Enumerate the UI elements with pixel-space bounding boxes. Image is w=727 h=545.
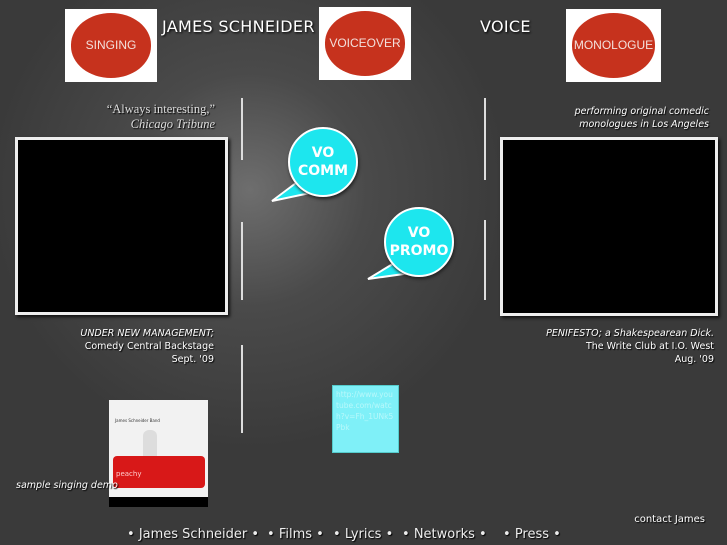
right-video-caption: PENIFESTO; a Shakespearean Dick. The Wri… <box>546 327 714 366</box>
album-bar <box>109 497 208 507</box>
red-couch <box>113 456 205 488</box>
divider <box>241 98 243 160</box>
video-venue: The Write Club at I.O. West <box>585 341 714 352</box>
intro-line: performing original comedic <box>574 106 709 117</box>
footer-lyrics[interactable]: • Lyrics • <box>333 527 394 542</box>
footer-networks[interactable]: • Networks • <box>402 527 487 542</box>
quote-source: Chicago Tribune <box>130 117 215 131</box>
album-caption: sample singing demo <box>16 480 118 491</box>
footer-james-schneider[interactable]: • James Schneider • <box>127 527 260 542</box>
quote: “Always interesting,” Chicago Tribune <box>107 102 215 132</box>
voiceover-button[interactable]: VOICEOVER <box>319 7 411 80</box>
footer-label: Lyrics <box>344 527 382 542</box>
right-video-player[interactable] <box>500 137 718 316</box>
divider <box>241 345 243 433</box>
bubble-text: COMM <box>297 163 349 179</box>
divider <box>484 220 486 300</box>
monologue-button[interactable]: MONOLOGUE <box>566 9 661 82</box>
contact-link[interactable]: contact James <box>634 514 705 525</box>
site-name: JAMES SCHNEIDER <box>162 17 315 36</box>
video-title: PENIFESTO; a Shakespearean Dick. <box>546 328 714 339</box>
footer-label: Press <box>514 527 550 542</box>
singing-button[interactable]: SINGING <box>65 9 157 82</box>
footer-label: Networks <box>413 527 475 542</box>
album-title: peachy <box>116 470 142 478</box>
quote-text: “Always interesting,” <box>106 102 215 116</box>
video-venue: Comedy Central Backstage <box>84 341 214 352</box>
vo-promo-bubble[interactable]: VO PROMO <box>384 207 454 277</box>
footer-label: Films <box>278 527 313 542</box>
right-intro: performing original comedic monologues i… <box>575 105 709 131</box>
singing-label: SINGING <box>70 13 152 78</box>
divider <box>484 98 486 180</box>
video-title: UNDER NEW MANAGEMENT; <box>80 328 214 339</box>
video-date: Aug. '09 <box>674 354 714 365</box>
album-cover[interactable]: James Schneider Band peachy <box>109 400 208 507</box>
bubble-text: VO <box>311 145 335 161</box>
vo-comm-bubble[interactable]: VO COMM <box>288 127 358 197</box>
footer-press[interactable]: • Press • <box>503 527 561 542</box>
intro-line: monologues in Los Angeles <box>579 119 709 130</box>
album-band: James Schneider Band <box>115 418 160 423</box>
footer-films[interactable]: • Films • <box>267 527 324 542</box>
bubble-text: VO <box>407 225 431 241</box>
divider <box>241 222 243 300</box>
monologue-label: MONOLOGUE <box>571 13 656 78</box>
video-date: Sept. '09 <box>171 354 214 365</box>
left-video-player[interactable] <box>15 137 228 315</box>
left-video-caption: UNDER NEW MANAGEMENT; Comedy Central Bac… <box>80 327 214 366</box>
youtube-link[interactable]: http://www.youtube.com/watch?v=Fh_1UNk5P… <box>332 385 399 453</box>
voiceover-label: VOICEOVER <box>324 11 406 76</box>
footer-label: James Schneider <box>138 527 248 542</box>
bubble-text: PROMO <box>389 243 449 259</box>
section-title: VOICE <box>480 17 531 36</box>
